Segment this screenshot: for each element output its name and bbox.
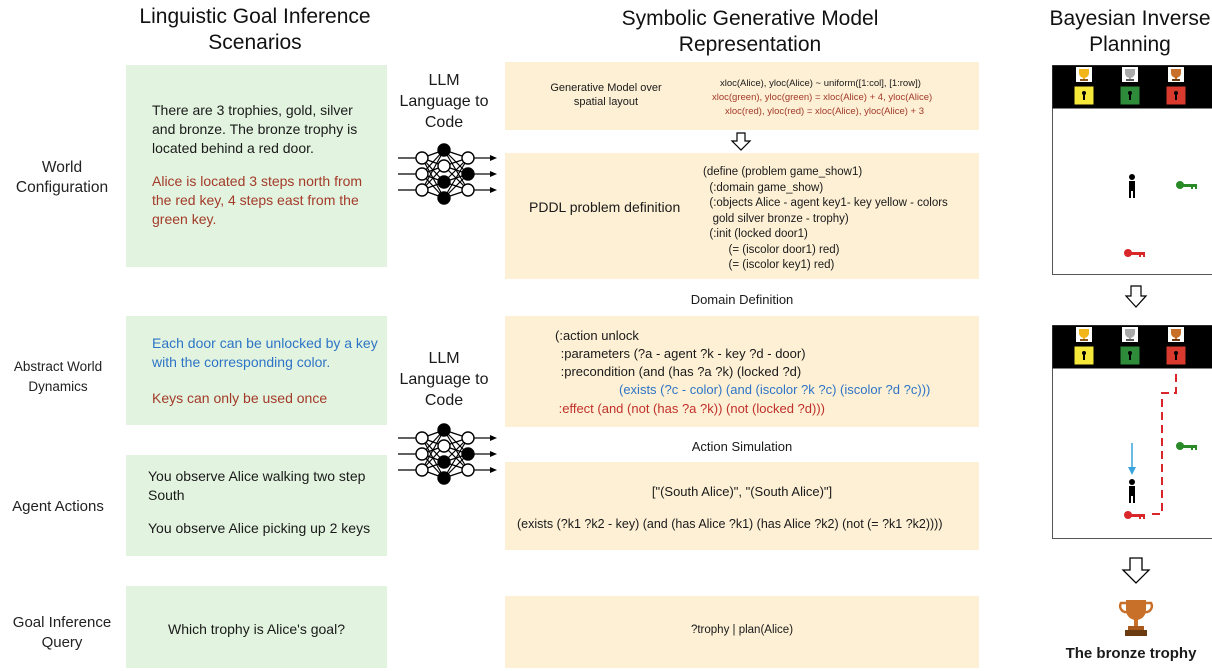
gold-trophy-icon bbox=[1076, 327, 1092, 342]
scenario-dynamics-text-2: Keys can only be used once bbox=[152, 390, 328, 406]
llm-label-2: LLM Language to Code bbox=[399, 350, 489, 409]
generative-model-box: Generative Model over spatial layout xlo… bbox=[505, 62, 979, 130]
generative-model-line-3: xloc(red), yloc(red) = xloc(Alice), yloc… bbox=[725, 106, 925, 117]
query-code-text: ?trophy | plan(Alice) bbox=[690, 624, 794, 636]
pddl-problem-code: (define (problem game_show1) (:domain ga… bbox=[703, 166, 948, 271]
scenario-query-box: Which trophy is Alice's goal? bbox=[126, 586, 387, 668]
yellow-door-icon bbox=[1073, 345, 1095, 366]
gridworld-initial bbox=[1052, 65, 1212, 275]
row-label-dynamics: Abstract World Dynamics bbox=[13, 359, 103, 394]
yellow-door-icon bbox=[1073, 85, 1095, 106]
row-label-query: Goal Inference Query bbox=[12, 614, 112, 651]
scenario-actions-text-1: You observe Alice walking two step South bbox=[148, 468, 366, 503]
header-bayesian: Bayesian Inverse Planning bbox=[1049, 7, 1211, 56]
domain-line-2: :parameters (?a - agent ?k - key ?d - do… bbox=[557, 346, 806, 361]
row-label-world: World Configuration bbox=[15, 159, 109, 196]
scenario-actions-text-2: You observe Alice picking up 2 keys bbox=[148, 520, 371, 536]
result-label: The bronze trophy bbox=[1065, 645, 1197, 662]
scenario-actions-box: You observe Alice walking two step South… bbox=[126, 455, 387, 556]
bronze-trophy-result-icon bbox=[1118, 600, 1154, 636]
silver-trophy-icon bbox=[1122, 67, 1138, 82]
red-door-icon bbox=[1165, 345, 1187, 366]
domain-line-1: (:action unlock bbox=[555, 328, 639, 343]
scenario-dynamics-text-1: Each door can be unlocked by a key with … bbox=[152, 335, 378, 370]
movement-arrow-icon bbox=[1128, 443, 1136, 475]
red-key-icon bbox=[1124, 511, 1145, 519]
scenario-world-text-1: There are 3 trophies, gold, silver and b… bbox=[152, 102, 358, 156]
neural-network-icon-1 bbox=[398, 143, 497, 205]
action-simulation-box: ["(South Alice)", "(South Alice)"] (exis… bbox=[505, 462, 979, 550]
domain-definition-title: Domain Definition bbox=[690, 292, 794, 307]
generative-model-line-2: xloc(green), yloc(green) = xloc(Alice) +… bbox=[712, 92, 933, 103]
generative-model-label: Generative Model over spatial layout bbox=[550, 82, 662, 108]
down-arrow-icon-mid bbox=[1124, 285, 1148, 308]
alice-figure-icon bbox=[1129, 174, 1135, 198]
alice-figure-icon bbox=[1129, 479, 1135, 503]
pddl-problem-label: PDDL problem definition bbox=[529, 199, 681, 215]
gold-trophy-icon bbox=[1076, 67, 1092, 82]
silver-trophy-icon bbox=[1122, 327, 1138, 342]
domain-line-4: (exists (?c - color) (and (iscolor ?k ?c… bbox=[619, 382, 931, 397]
row-label-actions: Agent Actions bbox=[12, 498, 104, 515]
red-door-icon bbox=[1165, 85, 1187, 106]
gridworld-planned-path bbox=[1052, 325, 1212, 539]
generative-model-line-1: xloc(Alice), yloc(Alice) ~ uniform([1:co… bbox=[720, 78, 921, 89]
pddl-problem-box: PDDL problem definition (define (problem… bbox=[505, 153, 979, 279]
green-key-icon bbox=[1176, 442, 1197, 450]
down-arrow-icon-small bbox=[730, 132, 752, 151]
green-door-icon bbox=[1119, 345, 1141, 366]
bronze-trophy-icon bbox=[1168, 327, 1184, 342]
simulation-line-1: ["(South Alice)", "(South Alice)"] bbox=[651, 484, 833, 499]
scenario-world-box: There are 3 trophies, gold, silver and b… bbox=[126, 65, 387, 267]
header-scenarios: Linguistic Goal Inference Scenarios bbox=[139, 5, 371, 54]
planned-path-line bbox=[1152, 371, 1177, 515]
header-symbolic: Symbolic Generative Model Representation bbox=[621, 7, 879, 56]
bronze-trophy-icon bbox=[1168, 67, 1184, 82]
query-code-box: ?trophy | plan(Alice) bbox=[505, 596, 979, 668]
green-door-icon bbox=[1119, 85, 1141, 106]
neural-network-icon-2 bbox=[398, 423, 497, 485]
domain-definition-box: (:action unlock :parameters (?a - agent … bbox=[505, 316, 979, 427]
red-key-icon bbox=[1124, 249, 1145, 257]
domain-line-3: :precondition (and (has ?a ?k) (locked ?… bbox=[557, 364, 802, 379]
scenario-world-text-2: Alice is located 3 steps north from the … bbox=[152, 173, 363, 227]
down-arrow-icon-bottom bbox=[1121, 557, 1151, 584]
green-key-icon bbox=[1176, 181, 1197, 189]
llm-label-1: LLM Language to Code bbox=[399, 72, 489, 131]
scenario-query-text: Which trophy is Alice's goal? bbox=[168, 621, 345, 637]
simulation-line-2: (exists (?k1 ?k2 - key) (and (has Alice … bbox=[517, 517, 943, 531]
domain-line-5: :effect (and (not (has ?a ?k)) (not (loc… bbox=[555, 401, 825, 416]
action-simulation-title: Action Simulation bbox=[691, 439, 793, 454]
scenario-dynamics-box: Each door can be unlocked by a key with … bbox=[126, 316, 387, 425]
